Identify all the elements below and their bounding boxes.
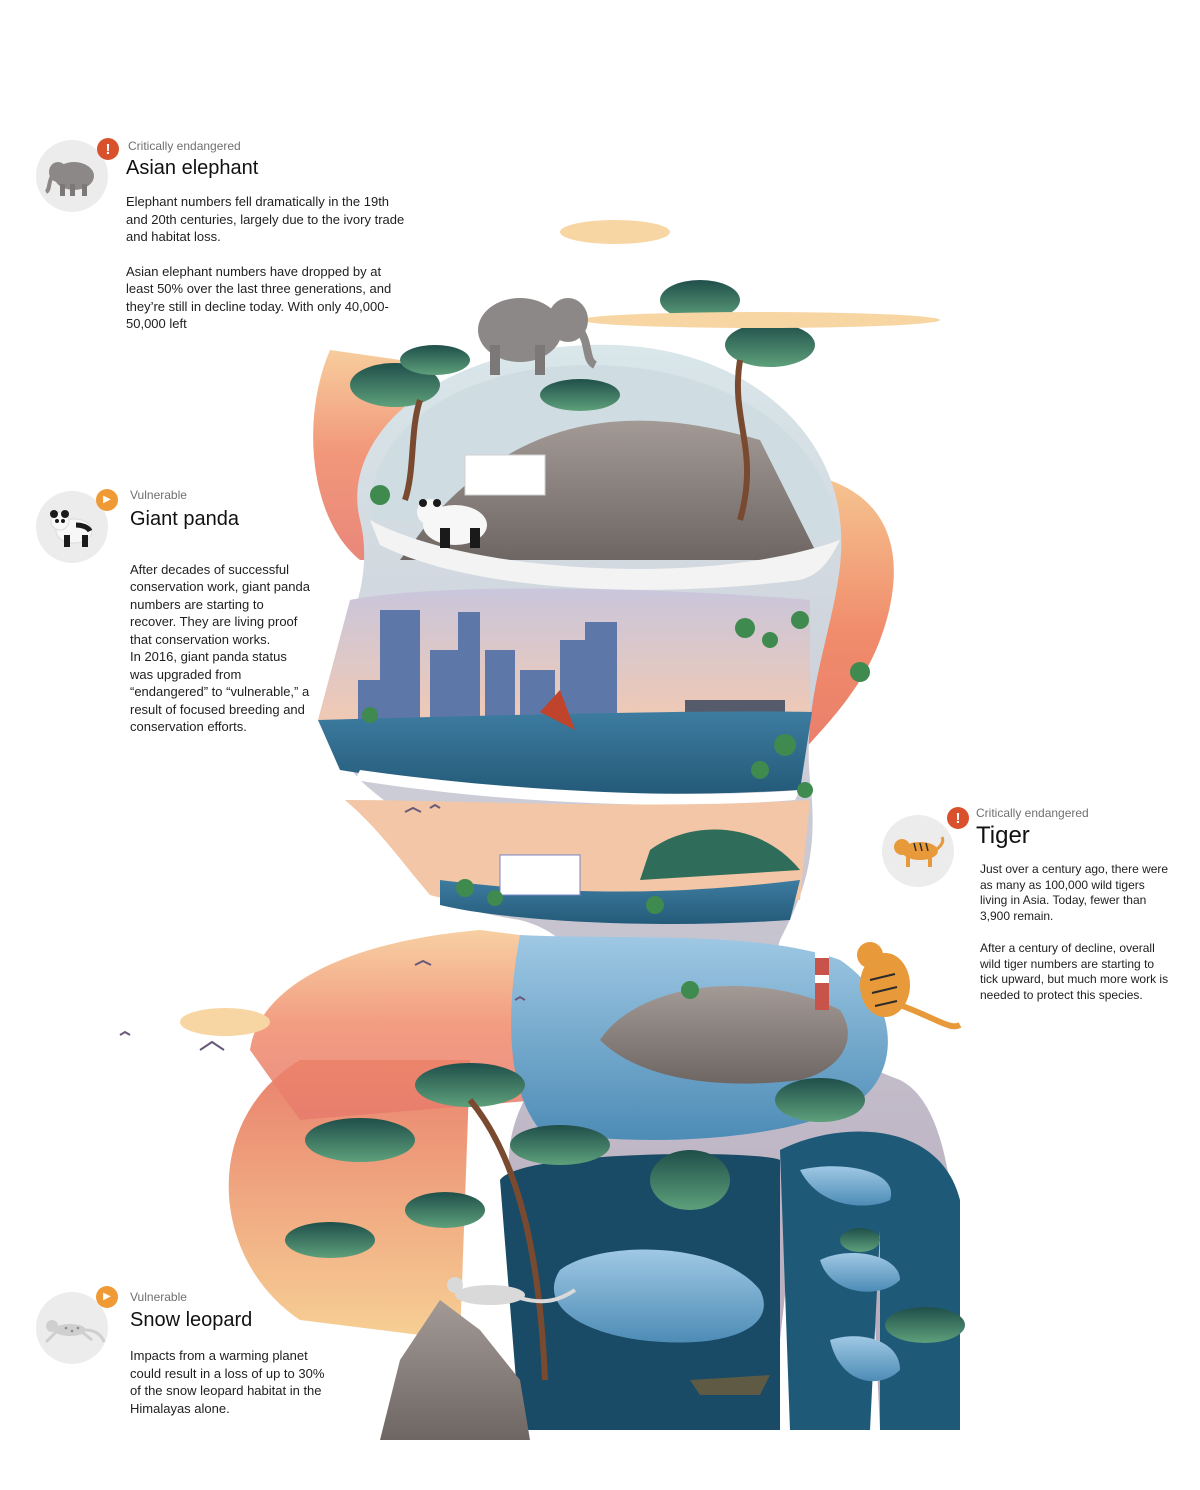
tiger-icon [894,836,945,867]
species-description: Just over a century ago, there were as m… [980,862,1172,1003]
description-paragraph: After a century of decline, overall wild… [980,941,1169,1002]
status-label: Vulnerable [130,1290,187,1304]
snow-leopard-figure [447,1277,577,1305]
tiger-figure [857,942,962,1030]
snow-leopard-avatar [36,1292,108,1364]
description-paragraph: Just over a century ago, there were as m… [980,862,1169,923]
critically-endangered-icon: ! [97,138,119,160]
elephant-avatar [36,140,108,212]
status-label: Vulnerable [130,488,187,502]
vulnerable-icon: ▶ [96,489,118,511]
species-name: Tiger [976,822,1030,849]
status-label: Critically endangered [976,806,1089,820]
panda-icon [50,510,93,547]
elephant-figure [478,298,598,375]
description-paragraph: Asian elephant numbers have dropped by a… [126,263,392,332]
tiger-avatar [882,815,954,887]
species-name: Giant panda [130,508,239,530]
species-description: After decades of successful conservation… [130,543,310,753]
vulnerable-icon: ▶ [96,1286,118,1308]
snow-leopard-icon [44,1320,106,1344]
species-description: Impacts from a warming planet could resu… [130,1347,330,1417]
critically-endangered-icon: ! [947,807,969,829]
species-name: Asian elephant [126,157,259,179]
description-paragraph: Impacts from a warming planet could resu… [130,1348,325,1416]
elephant-icon [44,162,94,196]
description-paragraph: After decades of successful conservation… [130,561,310,735]
status-label: Critically endangered [128,139,241,153]
species-description: Elephant numbers fell dramatically in th… [126,193,408,333]
panda-figure [417,499,487,548]
species-name: Snow leopard [130,1309,253,1331]
description-paragraph: Elephant numbers fell dramatically in th… [126,194,405,244]
